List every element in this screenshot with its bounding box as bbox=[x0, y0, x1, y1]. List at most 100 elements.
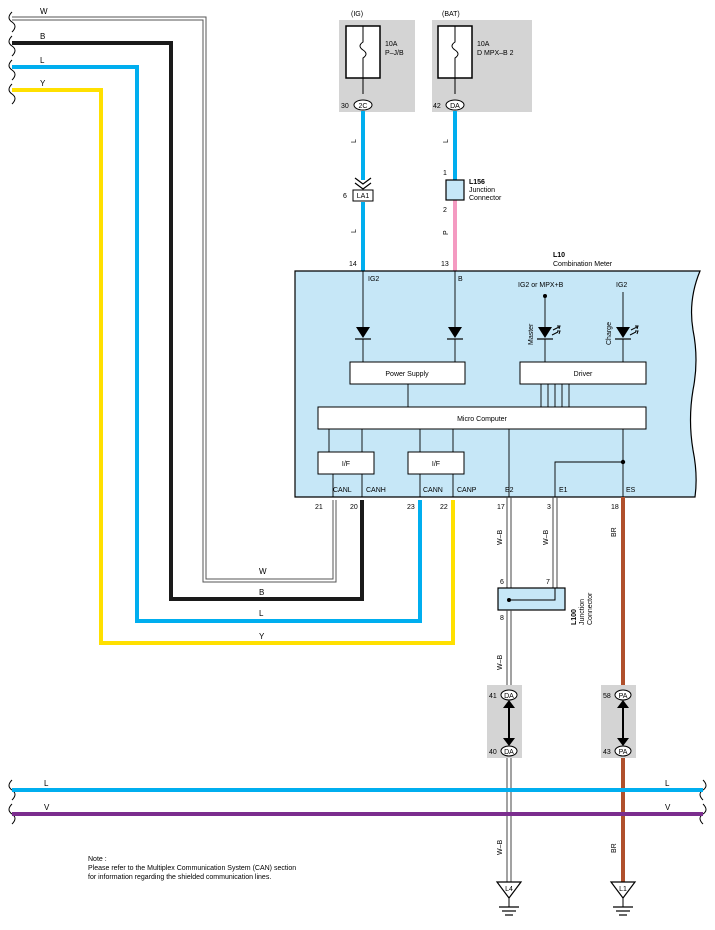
wire-label-l-top: L bbox=[40, 56, 45, 65]
connector-la1-label: LA1 bbox=[357, 193, 370, 200]
connector-da-lower-label: DA bbox=[504, 749, 514, 756]
wire-label-br-lower: BR bbox=[611, 843, 618, 853]
meter-pin-e2: 17 bbox=[497, 504, 505, 511]
if-block-right-label: I/F bbox=[432, 461, 440, 468]
charge-warning-led bbox=[615, 325, 639, 340]
meter-term-canp: CANP bbox=[457, 487, 477, 494]
master-warning-led bbox=[537, 325, 561, 340]
bus-label-v-right: V bbox=[665, 803, 671, 812]
fuse-bat-block: (BAT) 10A D MPX–B 2 42 DA bbox=[432, 11, 532, 112]
note-line-2: for information regarding the shielded c… bbox=[88, 874, 271, 881]
meter-pin-canh: 20 bbox=[350, 504, 358, 511]
wire-label-l-bat: L bbox=[443, 139, 450, 143]
bus-label-l-right: L bbox=[665, 779, 670, 788]
l156-code: L156 bbox=[469, 179, 485, 186]
fuse-ig-name: P–J/B bbox=[385, 50, 404, 57]
l10-code: L10 bbox=[553, 252, 565, 259]
wire-wb-down bbox=[506, 610, 512, 882]
wire-y bbox=[12, 88, 455, 645]
connector-2c bbox=[353, 99, 373, 111]
wire-label-b-bottom: B bbox=[259, 588, 264, 597]
wire-w bbox=[12, 16, 337, 583]
l156-line2: Connector bbox=[469, 195, 502, 202]
wire-label-y-top: Y bbox=[40, 79, 46, 88]
meter-pin-ig2: 14 bbox=[349, 261, 357, 268]
l156-line1: Junction bbox=[469, 187, 495, 194]
wire-l-can bbox=[12, 65, 422, 623]
l100-pin-a: 6 bbox=[500, 579, 504, 586]
wire-label-l-bottom: L bbox=[259, 609, 264, 618]
micro-computer-block bbox=[317, 406, 647, 430]
power-supply-label: Power Supply bbox=[385, 371, 429, 378]
combination-meter-body bbox=[294, 270, 701, 498]
if-block-left-label: I/F bbox=[342, 461, 350, 468]
fuse-bat-rating: 10A bbox=[477, 41, 490, 48]
connector-2c-label: 2C bbox=[359, 103, 368, 110]
connector-da-upper-label: DA bbox=[504, 693, 514, 700]
fuse-ig-block: (IG) 10A P–J/B 30 2C bbox=[339, 11, 415, 112]
wire-label-p-bat: P bbox=[443, 230, 450, 235]
power-supply-block bbox=[349, 361, 466, 385]
meter-term-cann: CANN bbox=[423, 487, 443, 494]
ground-l1-label: L1 bbox=[619, 886, 627, 893]
wire-label-y-bottom: Y bbox=[259, 632, 265, 641]
fuse-ig-pin: 30 bbox=[341, 103, 349, 110]
note-line-1: Please refer to the Multiplex Communicat… bbox=[88, 865, 296, 872]
micro-computer-label: Micro Computer bbox=[457, 416, 507, 423]
l100-pin-c: 8 bbox=[500, 615, 504, 622]
meter-term-e1: E1 bbox=[559, 487, 568, 494]
led-label-master: Master bbox=[528, 323, 535, 345]
connector-pa-pair: PA 58 PA 43 bbox=[601, 685, 636, 758]
diode-ig2 bbox=[355, 327, 371, 340]
connector-da-top-label: DA bbox=[450, 103, 460, 110]
junction-connector-l156: 1 2 L156 Junction Connector bbox=[443, 170, 502, 214]
led-label-charge: Charge bbox=[606, 322, 613, 345]
diode-b bbox=[447, 327, 463, 340]
meter-term-canh: CANH bbox=[366, 487, 386, 494]
fuse-bat-name: D MPX–B 2 bbox=[477, 50, 514, 57]
if-block-right bbox=[407, 451, 465, 475]
connector-da-top bbox=[445, 99, 465, 111]
meter-term-b: B bbox=[458, 276, 463, 283]
meter-term-e2: E2 bbox=[505, 487, 514, 494]
connector-da-pair: DA 41 DA 40 bbox=[487, 685, 522, 758]
meter-pin-es: 18 bbox=[611, 504, 619, 511]
meter-term-ig2-right: IG2 bbox=[616, 282, 627, 289]
fuse-bat-pin: 42 bbox=[433, 103, 441, 110]
meter-pin-e1: 3 bbox=[547, 504, 551, 511]
connector-da-lower-pin: 40 bbox=[489, 749, 497, 756]
meter-pin-canp: 22 bbox=[440, 504, 448, 511]
wire-label-br-upper: BR bbox=[611, 527, 618, 537]
wire-label-w-top: W bbox=[40, 7, 48, 16]
ground-l1: L1 bbox=[609, 881, 637, 916]
l100-code: L100 bbox=[571, 609, 578, 625]
l100-line2: Connector bbox=[587, 592, 594, 625]
l10-name: Combination Meter bbox=[553, 261, 613, 268]
meter-term-canl: CANL bbox=[333, 487, 352, 494]
meter-term-ig2-mpx: IG2 or MPX+B bbox=[518, 282, 564, 289]
l156-pin-bottom: 2 bbox=[443, 207, 447, 214]
mpx-junction-dot bbox=[543, 294, 547, 298]
ground-l4: L4 bbox=[495, 881, 523, 916]
l156-pin-top: 1 bbox=[443, 170, 447, 177]
fuse-ig-rating: 10A bbox=[385, 41, 398, 48]
wire-wb-e1 bbox=[552, 497, 558, 590]
fuse-bat-source: (BAT) bbox=[442, 11, 460, 18]
meter-pin-cann: 23 bbox=[407, 504, 415, 511]
connector-pa-lower-pin: 43 bbox=[603, 749, 611, 756]
meter-junction-dot bbox=[620, 459, 626, 465]
wire-label-wb-e2: W–B bbox=[497, 530, 504, 546]
meter-pin-canl: 21 bbox=[315, 504, 323, 511]
wire-label-w-bottom: W bbox=[259, 567, 267, 576]
junction-connector-l100: 6 7 8 L100 Junction Connector bbox=[497, 579, 594, 625]
meter-term-ig2: IG2 bbox=[368, 276, 379, 283]
connector-da-upper-pin: 41 bbox=[489, 693, 497, 700]
wire-label-b-top: B bbox=[40, 32, 45, 41]
meter-term-es: ES bbox=[626, 487, 636, 494]
driver-label: Driver bbox=[574, 371, 593, 378]
wire-label-l-ig2-a: L bbox=[351, 139, 358, 143]
wire-label-wb-e1: W–B bbox=[543, 530, 550, 546]
note-title: Note : bbox=[88, 856, 107, 863]
l100-line1: Junction bbox=[579, 599, 586, 625]
wire-wb-e2 bbox=[506, 497, 512, 588]
